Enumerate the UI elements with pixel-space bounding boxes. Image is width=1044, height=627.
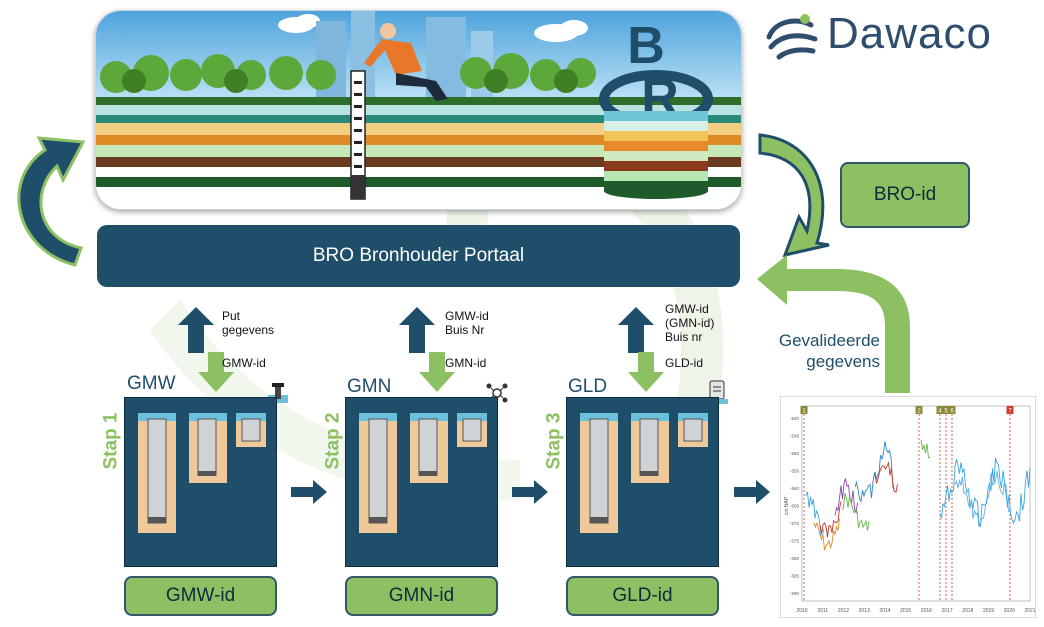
- dawaco-logo: Dawaco: [765, 5, 1040, 65]
- series-line: [834, 478, 858, 516]
- portal-label: BRO Bronhouder Portaal: [312, 245, 525, 266]
- y-tick-label: -550: [790, 451, 800, 456]
- step3-title: GLD: [568, 376, 608, 397]
- arrow-step3-to-chart: [734, 480, 770, 504]
- x-tick-label: 2013: [859, 608, 870, 614]
- step3-stap-label: Stap 3: [543, 412, 565, 470]
- event-marker-box: [936, 406, 944, 414]
- y-tick-label: -560: [790, 486, 800, 491]
- x-tick-label: 2020: [1004, 608, 1015, 614]
- x-tick-label: 2019: [983, 608, 994, 614]
- y-tick-label: -570: [790, 521, 800, 526]
- x-tick-label: 2012: [838, 608, 849, 614]
- banner-scene: B R: [96, 11, 741, 209]
- y-tick-label: -590: [790, 591, 800, 596]
- y-tick-label: -575: [790, 539, 800, 544]
- y-tick-label: -580: [790, 556, 800, 561]
- x-tick-label: 2014: [879, 608, 890, 614]
- return-arrow-left: [17, 136, 86, 267]
- arrow-step1-to-step2: [291, 480, 327, 504]
- event-marker-box: [942, 406, 950, 414]
- y-tick-label: -565: [790, 504, 800, 509]
- groundwater-level-chart: 2010 2011 2012 2013 2014 2015 2016 2017 2018 2019…: [780, 396, 1036, 618]
- validated-label-line2: gegevens: [806, 352, 880, 371]
- y-tick-label: -545: [790, 434, 800, 439]
- logo-text: Dawaco: [827, 9, 992, 58]
- arrow-step2-to-step3: [512, 480, 548, 504]
- step3-up-label: GMW-id(GMN-id)Buis nr: [665, 302, 715, 344]
- validated-label-line1: Gevalideerde: [778, 331, 880, 350]
- x-tick-label: 2015: [900, 608, 911, 614]
- bro-logo: B R: [599, 17, 713, 199]
- series-line: [920, 439, 931, 459]
- event-marker-label: 1: [802, 409, 806, 415]
- event-marker-box: [915, 406, 923, 414]
- event-marker-label: 4: [938, 409, 942, 415]
- series-line: [954, 470, 1010, 528]
- step2-down-label: GMN-id: [445, 356, 487, 370]
- arrow-banner-to-portal: [758, 133, 830, 258]
- validated-data-label: Gevalideerde gegevens: [760, 330, 880, 372]
- x-tick-label: 2016: [921, 608, 932, 614]
- series-line: [819, 501, 842, 538]
- step2-up-arrow: [399, 307, 435, 353]
- step3-up-arrow: [618, 307, 654, 353]
- gld-id-box: GLD-id: [566, 576, 719, 616]
- series-line: [841, 492, 870, 531]
- step2-wells: [359, 413, 487, 533]
- step1-wells: [138, 413, 266, 533]
- series-line: [874, 460, 898, 493]
- series-line: [813, 518, 840, 551]
- validated-data-arrow: [757, 255, 910, 393]
- bro-id-label: BRO-id: [873, 184, 937, 205]
- step3-down-arrow: [628, 352, 664, 392]
- step1-up-arrow: [178, 307, 214, 353]
- x-tick-label: 2011: [817, 608, 828, 614]
- x-tick-label: 2021: [1024, 608, 1035, 614]
- gmw-id-box: GMW-id: [124, 576, 277, 616]
- series-line: [939, 457, 1031, 527]
- x-tick-label: 2018: [962, 608, 973, 614]
- x-tick-label: 2010: [796, 608, 807, 614]
- event-marker-box: [800, 406, 808, 414]
- bro-bronhouder-portaal: BRO Bronhouder Portaal: [97, 225, 740, 287]
- y-axis-label: cm NAP: [784, 496, 790, 515]
- step2-stap-label: Stap 2: [322, 412, 344, 470]
- step1-title: GMW: [127, 373, 176, 394]
- y-tick-label: -585: [790, 574, 800, 579]
- y-tick-label: -540: [790, 416, 800, 421]
- step1-down-arrow: [198, 352, 234, 392]
- step2-title: GMN: [347, 376, 392, 397]
- gmn-id-box: GMN-id: [345, 576, 498, 616]
- step1-stap-label: Stap 1: [100, 412, 122, 470]
- event-marker-box: [948, 406, 956, 414]
- svg-text:B: B: [627, 17, 665, 75]
- event-marker-label: 6: [950, 409, 954, 415]
- event-marker-label: 7: [1008, 409, 1012, 415]
- step2-down-arrow: [419, 352, 455, 392]
- y-tick-label: -555: [790, 469, 800, 474]
- bro-banner-illustration: B R: [95, 10, 742, 210]
- series-line: [854, 441, 895, 504]
- x-tick-label: 2017: [942, 608, 953, 614]
- bro-id-box: BRO-id: [840, 162, 970, 228]
- step3-wells: [580, 413, 708, 533]
- step1-down-label: GMW-id: [222, 356, 266, 370]
- event-marker-label: 2: [917, 409, 921, 415]
- event-marker-box: [1006, 406, 1014, 414]
- event-marker-label: 5: [944, 409, 948, 415]
- step3-down-label: GLD-id: [665, 356, 704, 370]
- globe-icon: [766, 14, 818, 60]
- series-line: [805, 491, 825, 537]
- well-sensor-icon: [268, 383, 288, 403]
